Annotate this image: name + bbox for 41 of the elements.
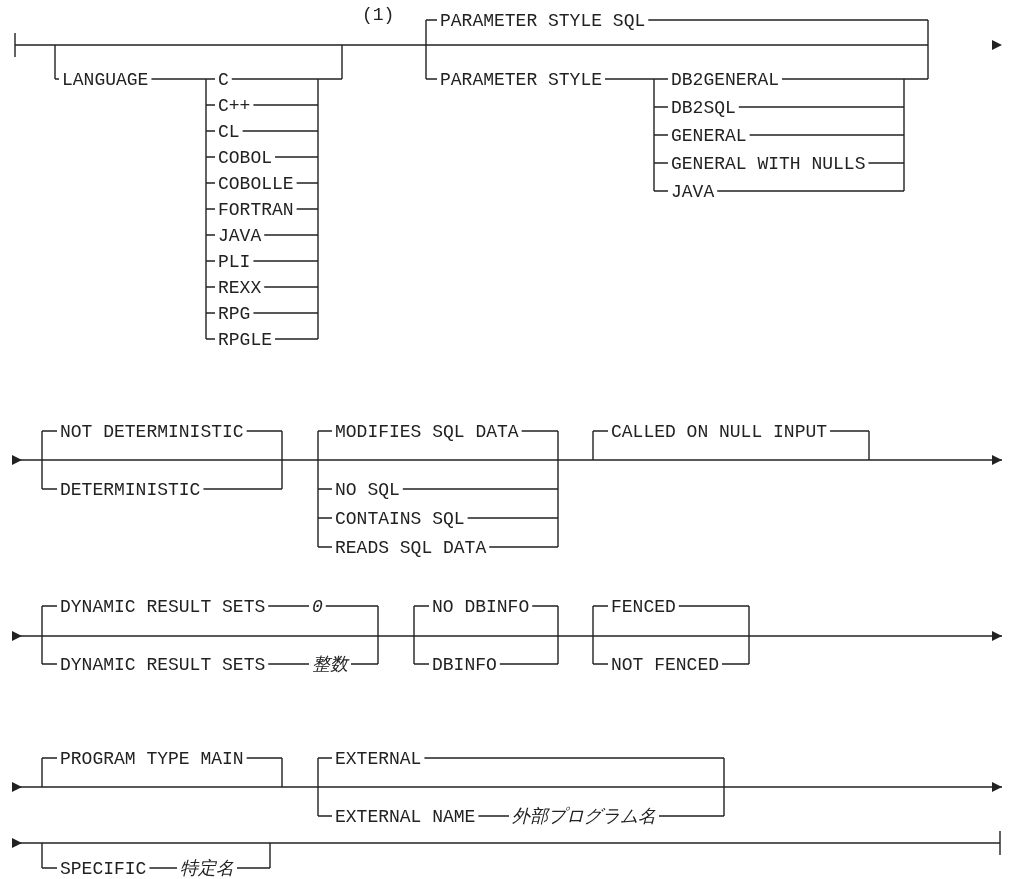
keyword-text: NOT FENCED	[611, 655, 720, 675]
keyword-text: PARAMETER STYLE	[440, 70, 603, 90]
keyword-text: SPECIFIC	[60, 859, 147, 879]
keyword-text: CL	[218, 122, 240, 142]
keyword-text: LANGUAGE	[62, 70, 149, 90]
keyword-text: JAVA	[671, 182, 715, 202]
variable-text: 外部プログラム名	[512, 807, 656, 827]
keyword-text: DETERMINISTIC	[60, 480, 201, 500]
keyword-text: DYNAMIC RESULT SETS	[60, 655, 266, 675]
keyword-text: GENERAL	[671, 126, 747, 146]
keyword-text: EXTERNAL	[335, 749, 422, 769]
keyword-text: PARAMETER STYLE SQL	[440, 11, 646, 31]
keyword-text: COBOL	[218, 148, 272, 168]
keyword-text: DB2GENERAL	[671, 70, 780, 90]
keyword-text: FENCED	[611, 597, 676, 617]
keyword-text: REXX	[218, 278, 262, 298]
keyword-text: DBINFO	[432, 655, 497, 675]
keyword-text: RPGLE	[218, 330, 272, 350]
keyword-text: C	[218, 70, 229, 90]
keyword-text: COBOLLE	[218, 174, 294, 194]
keyword-text: DYNAMIC RESULT SETS	[60, 597, 266, 617]
keyword-text: FORTRAN	[218, 200, 294, 220]
keyword-text: PROGRAM TYPE MAIN	[60, 749, 244, 769]
keyword-text: EXTERNAL NAME	[335, 807, 476, 827]
variable-text: 整数	[312, 655, 348, 675]
keyword-text: PLI	[218, 252, 251, 272]
keyword-text: RPG	[218, 304, 251, 324]
keyword-text: NOT DETERMINISTIC	[60, 422, 244, 442]
keyword-text: CONTAINS SQL	[335, 509, 465, 529]
keyword-text: DB2SQL	[671, 98, 736, 118]
keyword-text: C++	[218, 96, 251, 116]
footnote-mark: (1)	[362, 5, 395, 25]
variable-text: 0	[312, 597, 323, 617]
keyword-text: NO DBINFO	[432, 597, 530, 617]
keyword-text: NO SQL	[335, 480, 400, 500]
keyword-text: READS SQL DATA	[335, 538, 487, 558]
keyword-text: JAVA	[218, 226, 262, 246]
variable-text: 特定名	[180, 859, 234, 879]
keyword-text: GENERAL WITH NULLS	[671, 154, 866, 174]
keyword-text: CALLED ON NULL INPUT	[611, 422, 828, 442]
keyword-text: MODIFIES SQL DATA	[335, 422, 519, 442]
